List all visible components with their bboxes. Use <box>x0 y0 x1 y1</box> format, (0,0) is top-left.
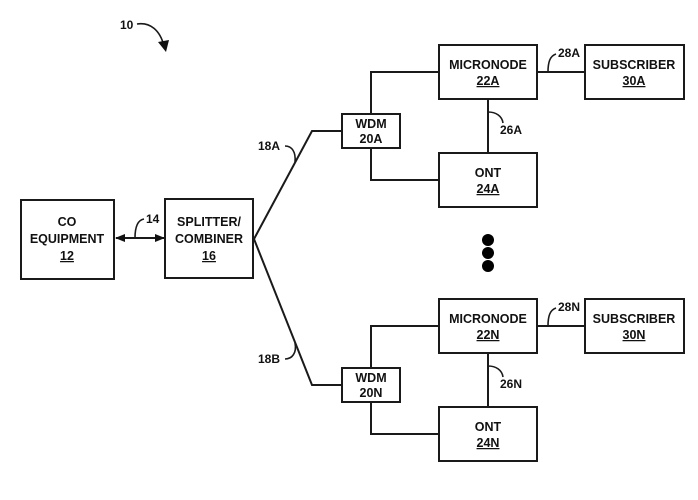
ont-n-line-1: ONT <box>475 420 502 434</box>
wdm-n-block: WDM 20N <box>341 367 401 403</box>
splitter-ref: 16 <box>202 249 216 263</box>
micronode-n-block: MICRONODE 22N <box>438 298 538 354</box>
figure-reference: 10 <box>120 18 169 52</box>
co-equipment-ref: 12 <box>60 249 74 263</box>
subscriber-a-block: SUBSCRIBER 30A <box>584 44 685 100</box>
splitter-line-2: COMBINER <box>175 232 243 246</box>
arrowhead-icon <box>158 40 169 52</box>
splitter-line-1: SPLITTER/ <box>177 215 241 229</box>
leader-18b <box>284 342 297 360</box>
co-equipment-line-1: CO <box>58 215 77 229</box>
label-26a: 26A <box>500 123 522 137</box>
subscriber-a-line-1: SUBSCRIBER <box>593 58 676 72</box>
leader-18a <box>284 145 296 163</box>
label-26n: 26N <box>500 377 522 391</box>
ont-a-line-1: ONT <box>475 166 502 180</box>
ont-n-block: ONT 24N <box>438 406 538 462</box>
link-labels: 14 18A 18B 26A 26N 28A 28N <box>134 46 580 391</box>
micronode-a-line-1: MICRONODE <box>449 58 527 72</box>
wdm-n-line-1: WDM <box>355 371 386 385</box>
wdm-a-ref: 20A <box>360 132 383 146</box>
subscriber-n-ref: 30N <box>623 328 646 342</box>
label-18b: 18B <box>258 352 280 366</box>
figure-reference-label: 10 <box>120 18 134 32</box>
micronode-a-ref: 22A <box>477 74 500 88</box>
subscriber-n-block: SUBSCRIBER 30N <box>584 298 685 354</box>
link-wdm-n-ont-n <box>370 402 439 435</box>
link-18a <box>253 130 342 240</box>
link-wdm-n-micronode-n <box>370 325 439 368</box>
micronode-n-ref: 22N <box>477 328 500 342</box>
ont-a-block: ONT 24A <box>438 152 538 208</box>
wdm-a-block: WDM 20A <box>341 113 401 149</box>
co-equipment-block: CO EQUIPMENT 12 <box>20 199 115 280</box>
label-28a: 28A <box>558 46 580 60</box>
leader-26n <box>487 365 504 378</box>
wdm-n-ref: 20N <box>360 386 383 400</box>
leader-28a <box>547 53 557 73</box>
label-14: 14 <box>146 212 160 226</box>
subscriber-n-line-1: SUBSCRIBER <box>593 312 676 326</box>
micronode-n-line-1: MICRONODE <box>449 312 527 326</box>
ellipsis-dots <box>482 234 494 272</box>
label-18a: 18A <box>258 139 280 153</box>
leader-26a <box>487 111 504 124</box>
ont-n-ref: 24N <box>477 436 500 450</box>
ellipsis-dot <box>482 234 494 246</box>
splitter-combiner-block: SPLITTER/ COMBINER 16 <box>164 198 254 279</box>
ellipsis-dot <box>482 260 494 272</box>
connections <box>115 71 585 435</box>
ellipsis-dot <box>482 247 494 259</box>
wdm-a-line-1: WDM <box>355 117 386 131</box>
link-18b <box>253 238 342 386</box>
leader-14 <box>134 218 145 239</box>
leader-28n <box>547 307 557 327</box>
link-wdm-a-ont-a <box>370 148 439 181</box>
label-28n: 28N <box>558 300 580 314</box>
link-wdm-a-micronode-a <box>370 71 439 114</box>
subscriber-a-ref: 30A <box>623 74 646 88</box>
ont-a-ref: 24A <box>477 182 500 196</box>
micronode-a-block: MICRONODE 22A <box>438 44 538 100</box>
co-equipment-line-2: EQUIPMENT <box>30 232 105 246</box>
